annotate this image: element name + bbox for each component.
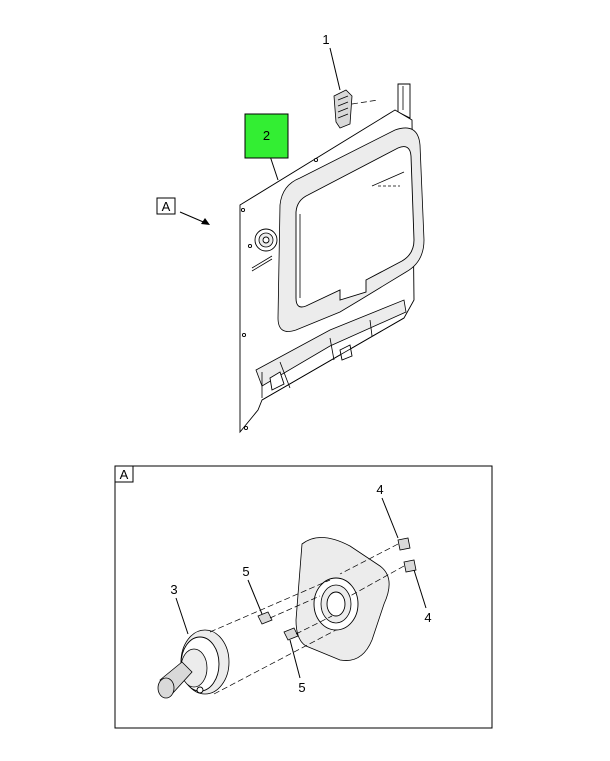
detail-view-tag (114, 465, 134, 483)
callout-1: 1 (322, 32, 329, 47)
escutcheon-plate (295, 537, 390, 661)
clip-bottom (403, 559, 417, 573)
callout-4-top: 4 (376, 482, 383, 497)
view-ref-label: A (162, 199, 171, 214)
callout-4-bottom: 4 (424, 610, 431, 625)
callout-5-top: 5 (242, 564, 249, 579)
callout-2: 2 (263, 128, 270, 143)
detail-view-label: A (120, 467, 129, 482)
screw-bottom (283, 615, 333, 641)
callout-5-bottom: 5 (298, 680, 305, 695)
knob-assembly (157, 629, 230, 699)
door-trim-panel-assembly (179, 47, 425, 434)
clip-top (397, 537, 411, 551)
callout-2-highlight (244, 113, 289, 159)
view-ref-box (156, 197, 176, 215)
callout-3: 3 (170, 582, 177, 597)
detail-view-frame (114, 465, 493, 729)
screw-top (257, 595, 321, 625)
grab-handle (333, 89, 379, 129)
